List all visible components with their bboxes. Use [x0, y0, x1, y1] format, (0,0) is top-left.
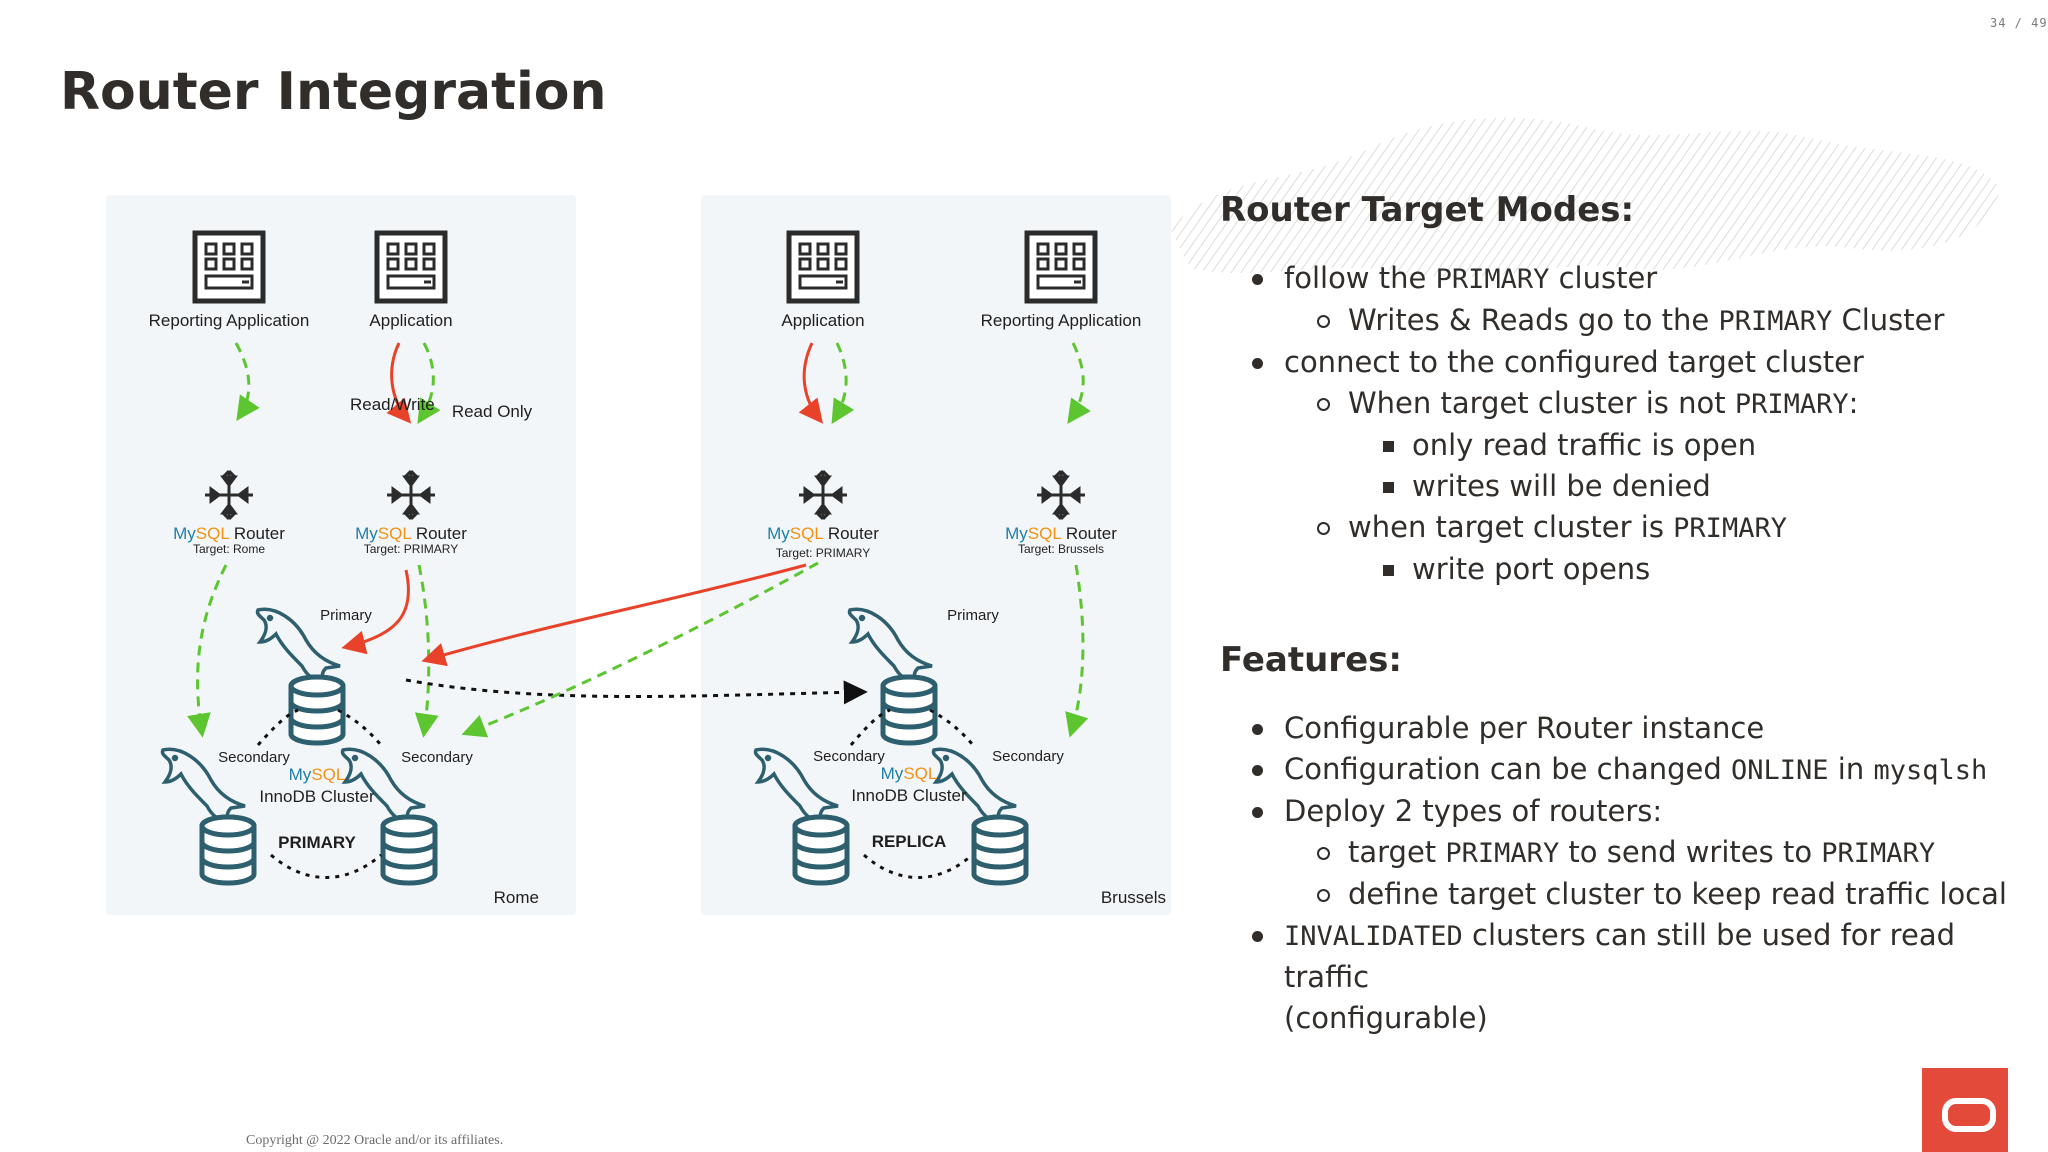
primary-db-icon — [291, 677, 343, 743]
secondary-label: Secondary — [401, 749, 473, 766]
reporting-app-icon — [195, 233, 263, 301]
cluster-role-label: REPLICA — [872, 832, 947, 851]
router-target-primary: Target: PRIMARY — [776, 546, 870, 560]
secondary-db-icon — [202, 817, 254, 883]
router-icon-primary — [385, 469, 437, 521]
list-item: write port opens — [1220, 549, 2020, 590]
secondary-label: Secondary — [218, 749, 290, 766]
primary-label: Primary — [947, 607, 999, 624]
list-item: writes will be denied — [1220, 466, 2020, 507]
app-label-reporting: Reporting Application — [149, 311, 310, 330]
app-label-reporting: Reporting Application — [981, 311, 1142, 330]
secondary-db-icon — [383, 817, 435, 883]
async-replication-arrow — [405, 678, 868, 705]
secondary-db-icon — [974, 817, 1026, 883]
features-list: Configurable per Router instance Configu… — [1220, 708, 2020, 1039]
router-target-brussels: Target: Brussels — [1018, 542, 1104, 556]
router-icon-brussels — [1035, 469, 1087, 521]
secondary-label: Secondary — [813, 748, 885, 765]
app-label-application: Application — [781, 311, 864, 330]
router-target-primary: Target: PRIMARY — [364, 542, 458, 556]
brussels-panel — [701, 195, 1171, 915]
slide-title: Router Integration — [60, 62, 607, 122]
list-item: When target cluster is not PRIMARY: — [1220, 383, 2020, 425]
modes-list: follow the PRIMARY cluster Writes & Read… — [1220, 258, 2020, 590]
list-item: INVALIDATED clusters can still be used f… — [1220, 915, 2020, 1039]
content-column: Router Target Modes: follow the PRIMARY … — [1220, 190, 2020, 1039]
write-arrow — [798, 342, 823, 424]
rome-panel — [106, 195, 576, 915]
cluster-role-label: PRIMARY — [278, 833, 356, 852]
read-only-arrow — [417, 342, 441, 425]
write-to-primary-arrow — [341, 569, 410, 655]
cluster-mysql-label: MySQL — [881, 764, 938, 783]
list-item: Writes & Reads go to the PRIMARY Cluster — [1220, 300, 2020, 342]
application-icon — [789, 233, 857, 301]
primary-db-icon — [883, 677, 935, 743]
oracle-ring-icon — [1942, 1098, 1996, 1132]
cluster-link — [929, 708, 975, 746]
read-arrow — [234, 342, 260, 421]
features-heading: Features: — [1220, 640, 1402, 680]
reporting-app-icon — [1027, 233, 1095, 301]
list-item: Configurable per Router instance — [1220, 708, 2020, 749]
secondary-label: Secondary — [992, 748, 1064, 765]
list-item: only read traffic is open — [1220, 425, 2020, 466]
cluster-mysql-label: MySQL — [289, 765, 346, 784]
router-icon-primary — [797, 469, 849, 521]
primary-label: Primary — [320, 607, 372, 624]
list-item: target PRIMARY to send writes to PRIMARY — [1220, 832, 2020, 874]
cluster-name-label: InnoDB Cluster — [851, 786, 967, 805]
app-label-application: Application — [369, 311, 452, 330]
primary-dolphin-icon — [847, 607, 934, 686]
cluster-link — [337, 708, 383, 746]
remote-write-arrow — [421, 563, 807, 667]
cluster-link — [863, 853, 973, 879]
secondary-db-icon — [795, 817, 847, 883]
cluster-link — [849, 708, 891, 746]
site-label: Brussels — [1101, 888, 1166, 907]
copyright: Copyright @ 2022 Oracle and/or its affil… — [246, 1133, 504, 1148]
read-only-label: Read Only — [452, 402, 533, 421]
cluster-name-label: InnoDB Cluster — [259, 787, 375, 806]
cluster-link — [256, 708, 299, 747]
read-to-secondary-arrow — [187, 564, 228, 738]
remote-read-arrow — [461, 561, 819, 738]
list-item: connect to the configured target cluster — [1220, 342, 2020, 383]
readonly-to-secondary-arrow — [414, 564, 439, 738]
read-to-secondary-arrow — [1065, 564, 1089, 738]
page-number: 34 / 49 — [1990, 16, 2048, 30]
list-item: when target cluster is PRIMARY — [1220, 507, 2020, 549]
list-item: define target cluster to keep read traff… — [1220, 874, 2020, 915]
router-target-rome: Target: Rome — [193, 542, 265, 556]
list-item: follow the PRIMARY cluster — [1220, 258, 2020, 300]
oracle-logo — [1922, 1068, 2008, 1152]
router-icon-rome — [203, 469, 255, 521]
decorative-texture — [1170, 117, 2000, 278]
write-arrow — [386, 342, 412, 424]
router-diagram: Reporting Application Application Read/W… — [149, 195, 1166, 907]
application-icon — [377, 233, 445, 301]
site-label: Rome — [494, 888, 539, 907]
modes-heading: Router Target Modes: — [1220, 190, 1635, 230]
cluster-link — [270, 853, 382, 879]
list-item: Configuration can be changed ONLINE in m… — [1220, 749, 2020, 791]
read-write-label: Read/Write — [350, 395, 435, 414]
read-arrow — [831, 342, 855, 425]
read-arrow — [1067, 342, 1091, 424]
list-item: Deploy 2 types of routers: — [1220, 791, 2020, 832]
